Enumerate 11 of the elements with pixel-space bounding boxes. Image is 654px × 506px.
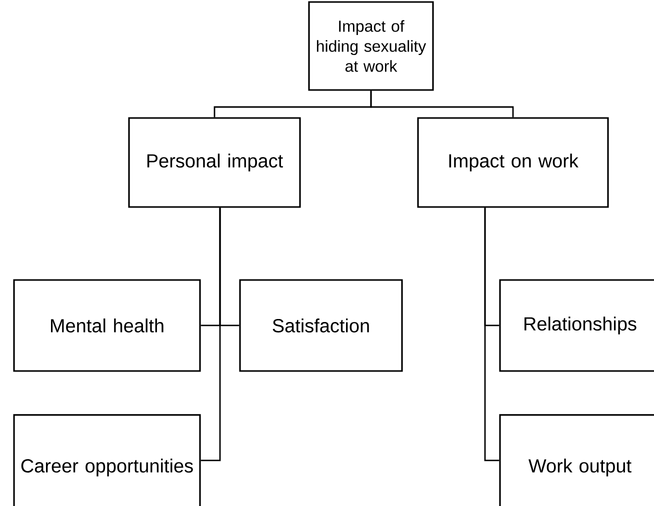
box: Satisfaction	[239, 279, 403, 372]
box: Work output	[499, 414, 654, 506]
box: Impact of hiding sexuality at work	[308, 1, 434, 91]
box: Personal impact	[128, 117, 301, 208]
box: Impact on work	[417, 117, 609, 208]
box: Mental health	[13, 279, 201, 372]
connector-line	[370, 90, 514, 118]
connector-line	[200, 208, 221, 462]
connector-line	[484, 208, 500, 462]
box: Relationships	[499, 279, 654, 372]
box: Career opportunities	[13, 414, 201, 506]
